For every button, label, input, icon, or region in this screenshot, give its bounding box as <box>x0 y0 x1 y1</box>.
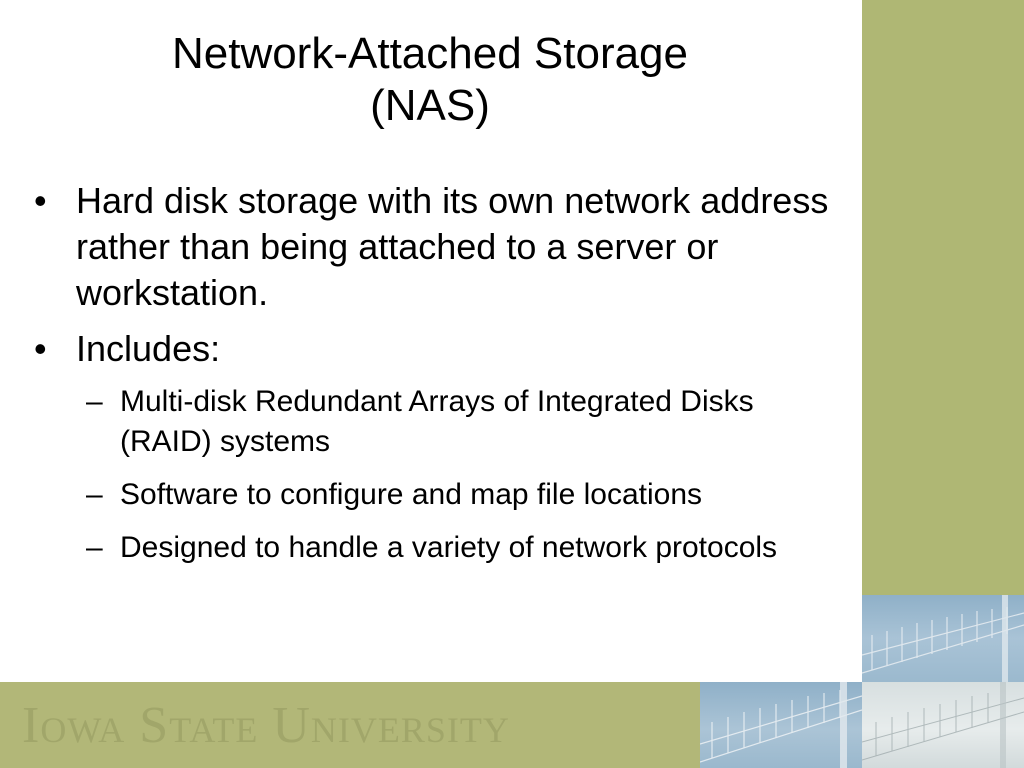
sub-bullet-item: – Multi-disk Redundant Arrays of Integra… <box>26 382 846 462</box>
university-wordmark: Iowa State University <box>22 697 510 754</box>
sub-bullet-item: – Designed to handle a variety of networ… <box>26 528 846 568</box>
sub-bullet-marker: – <box>86 531 103 564</box>
bullet-text: Hard disk storage with its own network a… <box>76 180 829 313</box>
bullet-marker: • <box>34 180 47 221</box>
building-facade-image <box>700 682 862 768</box>
sub-bullet-list: – Multi-disk Redundant Arrays of Integra… <box>26 382 846 568</box>
sub-bullet-item: – Software to configure and map file loc… <box>26 475 846 515</box>
building-photo-bottom-middle <box>700 682 862 768</box>
bullet-item: • Hard disk storage with its own network… <box>26 178 846 316</box>
sub-bullet-marker: – <box>86 385 103 418</box>
bullet-marker: • <box>34 328 47 369</box>
building-facade-image <box>862 682 1024 768</box>
title-line-1: Network-Attached Storage <box>171 29 689 78</box>
sub-bullet-marker: – <box>86 478 103 511</box>
sub-bullet-text: Software to configure and map file locat… <box>120 478 702 511</box>
title-line-2: (NAS) <box>370 81 490 130</box>
right-olive-bar <box>862 0 1024 595</box>
sub-bullet-text: Multi-disk Redundant Arrays of Integrate… <box>120 385 754 458</box>
building-facade-image <box>862 595 1024 682</box>
slide-body: • Hard disk storage with its own network… <box>26 178 846 581</box>
bullet-item: • Includes: <box>26 326 846 372</box>
sub-bullet-text: Designed to handle a variety of network … <box>120 531 778 564</box>
building-photo-bottom-right <box>862 682 1024 768</box>
building-photo-top <box>862 595 1024 682</box>
slide-title: Network-Attached Storage (NAS) <box>20 28 840 132</box>
footer-band: Iowa State University <box>0 682 700 768</box>
bullet-text: Includes: <box>76 328 221 369</box>
